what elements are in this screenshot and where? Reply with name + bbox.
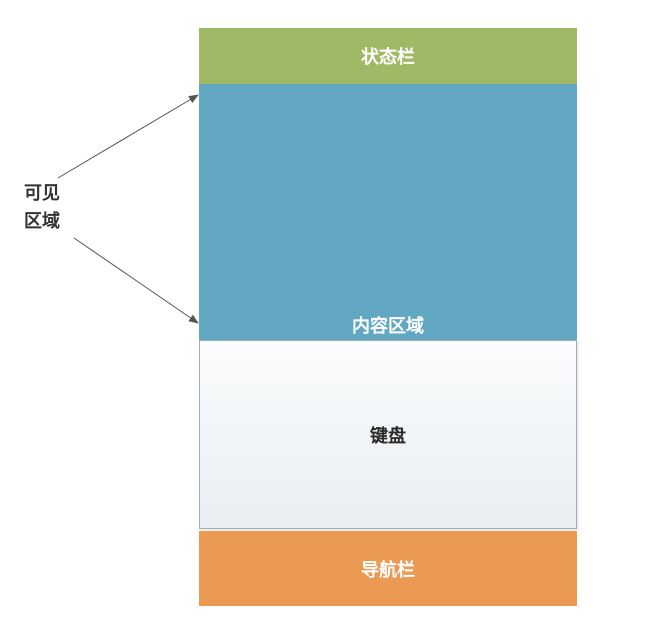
status-bar-label: 状态栏 xyxy=(361,47,415,68)
content-area-label: 内容区域 xyxy=(352,316,424,337)
arrow-to-bottom xyxy=(73,237,199,324)
keyboard-label: 键盘 xyxy=(370,425,406,447)
keyboard-block: 键盘 xyxy=(199,340,577,529)
visible-region-label: 可见 区域 xyxy=(18,180,66,236)
arrow-to-top xyxy=(57,94,199,179)
navigation-bar-label: 导航栏 xyxy=(361,559,415,581)
content-area-block: 内容区域 xyxy=(199,84,577,340)
visible-region-label-line2: 区域 xyxy=(24,211,60,232)
status-bar-block: 状态栏 xyxy=(199,28,577,84)
visible-region-label-line1: 可见 xyxy=(24,183,60,204)
navigation-bar-block: 导航栏 xyxy=(199,531,577,606)
